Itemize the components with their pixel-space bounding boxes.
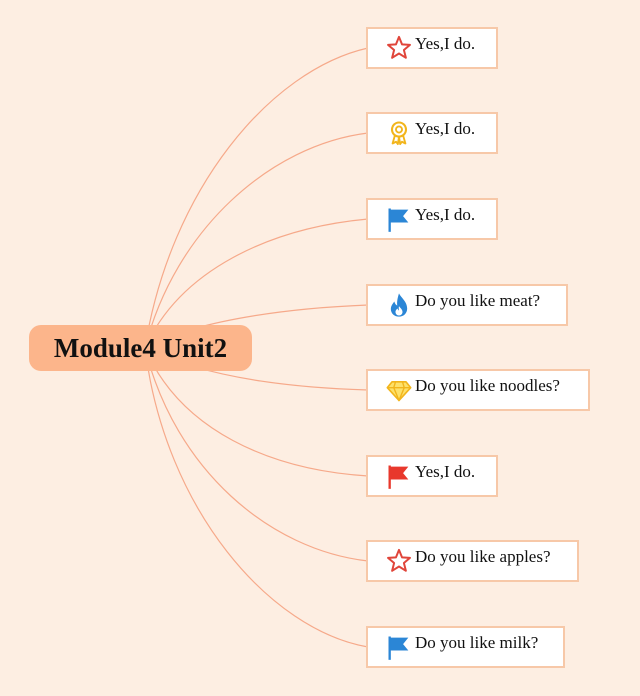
connector-6 xyxy=(144,347,369,477)
connector-2 xyxy=(144,132,369,349)
topic-label: Do you like meat? xyxy=(415,291,541,310)
flame-icon xyxy=(385,291,413,319)
topic-node-7[interactable]: Do you like apples? xyxy=(366,540,579,582)
blue-flag-icon xyxy=(385,205,413,233)
topic-label: Yes,I do. xyxy=(415,34,476,53)
award-medal-icon xyxy=(385,119,413,147)
topic-node-4[interactable]: Do you like meat? xyxy=(366,284,568,326)
star-icon xyxy=(385,34,413,62)
connector-1 xyxy=(144,47,369,349)
red-flag-icon xyxy=(385,462,413,490)
central-topic[interactable]: Module4 Unit2 xyxy=(29,325,252,371)
topic-label: Yes,I do. xyxy=(415,119,476,138)
diamond-icon xyxy=(385,376,413,404)
connector-8 xyxy=(144,347,369,648)
topic-node-8[interactable]: Do you like milk? xyxy=(366,626,565,668)
topic-label: Do you like milk? xyxy=(415,633,539,652)
topic-node-3[interactable]: Yes,I do. xyxy=(366,198,498,240)
topic-node-5[interactable]: Do you like noodles? xyxy=(366,369,590,411)
topic-node-6[interactable]: Yes,I do. xyxy=(366,455,498,497)
topic-label: Do you like apples? xyxy=(415,547,551,566)
topic-node-1[interactable]: Yes,I do. xyxy=(366,27,498,69)
connector-3 xyxy=(144,218,369,349)
topic-label: Do you like noodles? xyxy=(415,376,560,395)
topic-label: Yes,I do. xyxy=(415,205,476,224)
connector-7 xyxy=(144,347,369,562)
topic-node-2[interactable]: Yes,I do. xyxy=(366,112,498,154)
central-topic-label: Module4 Unit2 xyxy=(53,332,228,363)
topic-label: Yes,I do. xyxy=(415,462,476,481)
star-icon xyxy=(385,547,413,575)
blue-flag-icon xyxy=(385,633,413,661)
